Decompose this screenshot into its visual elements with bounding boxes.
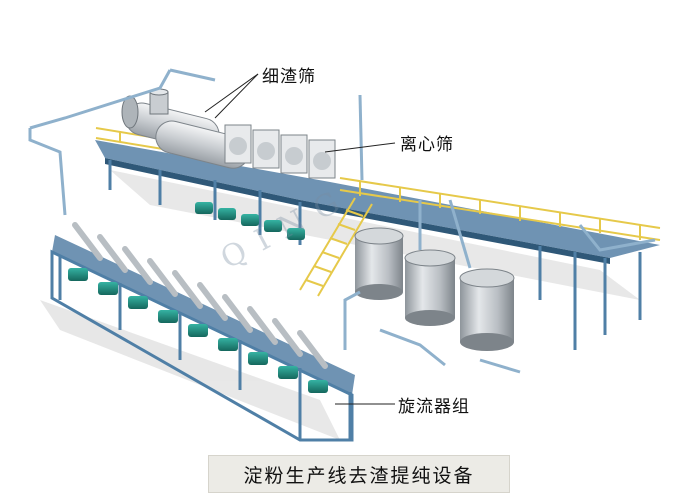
centrifugal-sieve-row — [224, 124, 336, 179]
callout-leaders — [204, 73, 396, 405]
upper-platform — [95, 127, 661, 350]
callout-centrifugal-sieve: 离心筛 — [400, 135, 454, 155]
callout-hydrocyclone-group: 旋流器组 — [398, 397, 470, 417]
caption-bar: 淀粉生产线去渣提纯设备 — [208, 455, 510, 493]
caption-title: 淀粉生产线去渣提纯设备 — [243, 464, 475, 487]
callout-fine-residue-sieve: 细渣筛 — [262, 67, 316, 87]
process-pipes — [28, 68, 656, 374]
hydrocyclone-array — [50, 222, 355, 442]
storage-tanks — [354, 227, 515, 351]
platform-motors — [195, 202, 305, 240]
